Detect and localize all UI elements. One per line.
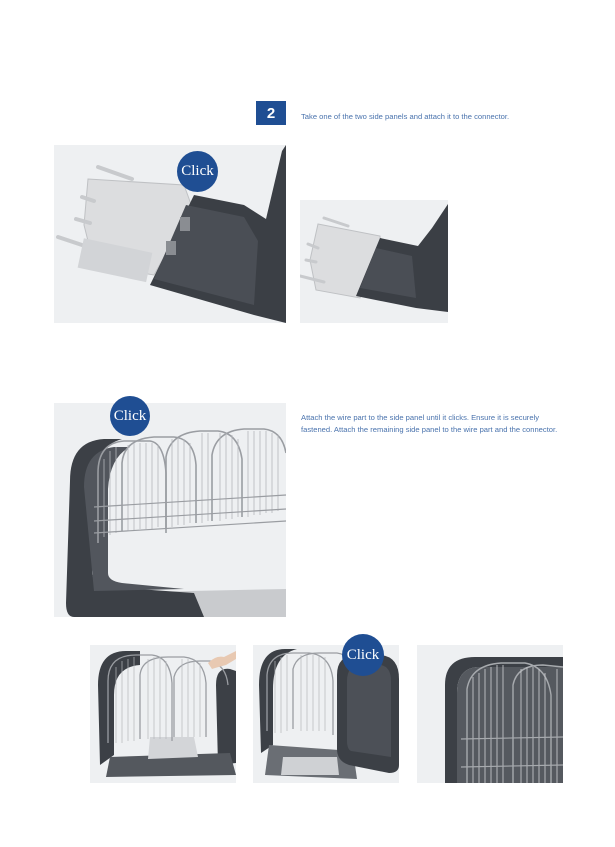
step-3-main-photo <box>54 403 286 617</box>
step-2-badge: 2 <box>256 101 286 125</box>
click-badge-step-3: Click <box>110 396 150 436</box>
step-2-main-photo <box>54 145 286 323</box>
click-badge-bottom: Click <box>342 634 384 676</box>
click-badge-step-2: Click <box>177 151 218 192</box>
step-3-photo-a <box>90 645 236 783</box>
step-2-instructions: Take one of the two side panels and atta… <box>301 112 510 121</box>
step-3-instructions: Attach the wire part to the side panel u… <box>301 413 558 434</box>
step-2-result-photo <box>300 200 448 323</box>
step-3-photo-c <box>417 645 563 783</box>
